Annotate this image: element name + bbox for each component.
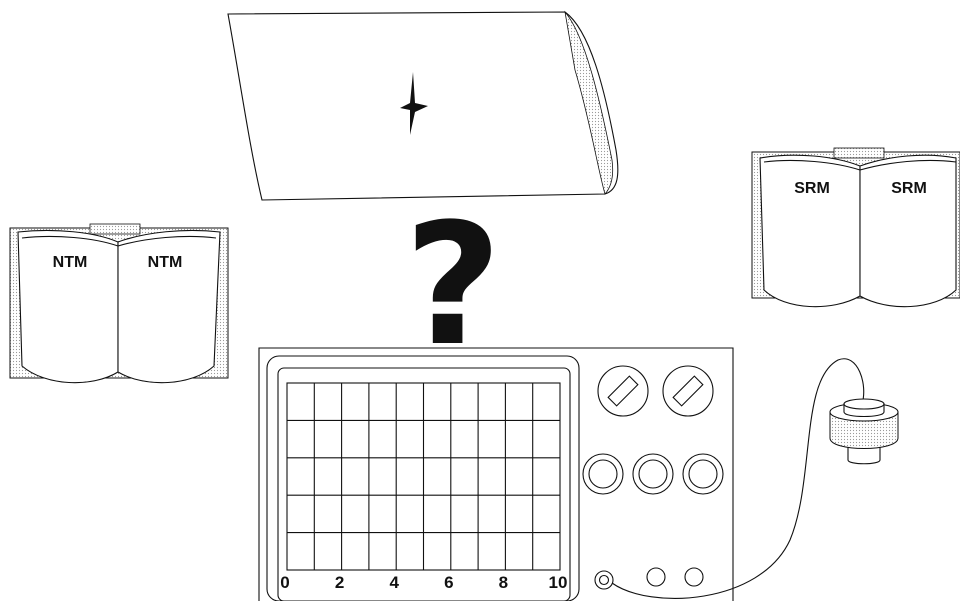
knob-right <box>663 366 713 416</box>
knob-left <box>598 366 648 416</box>
scale-label: 4 <box>389 573 399 592</box>
book-ntm-right-label: NTM <box>148 254 183 271</box>
button-2 <box>685 568 703 586</box>
sparkle-icon <box>400 72 428 135</box>
dial-3 <box>683 454 723 494</box>
book-ntm-left-label: NTM <box>53 254 88 271</box>
question-mark: ? <box>404 187 501 383</box>
scale-label: 8 <box>499 573 508 592</box>
input-connector <box>595 571 613 589</box>
book-ntm: NTM NTM <box>10 224 228 383</box>
book-srm-left-label: SRM <box>794 180 830 197</box>
book-srm-right-label: SRM <box>891 180 927 197</box>
scale-label: 10 <box>549 573 568 592</box>
scale-label: 2 <box>335 573 344 592</box>
paper-sheet <box>228 12 618 200</box>
scale-label: 0 <box>280 573 289 592</box>
oscilloscope-grid: 0 2 4 6 8 10 <box>280 383 567 592</box>
book-srm: SRM SRM <box>752 148 960 307</box>
scale-label: 6 <box>444 573 453 592</box>
sensor-probe <box>830 399 898 464</box>
button-1 <box>647 568 665 586</box>
dial-1 <box>583 454 623 494</box>
oscilloscope: 0 2 4 6 8 10 <box>259 348 733 601</box>
dial-2 <box>633 454 673 494</box>
probe-cable <box>612 359 864 599</box>
